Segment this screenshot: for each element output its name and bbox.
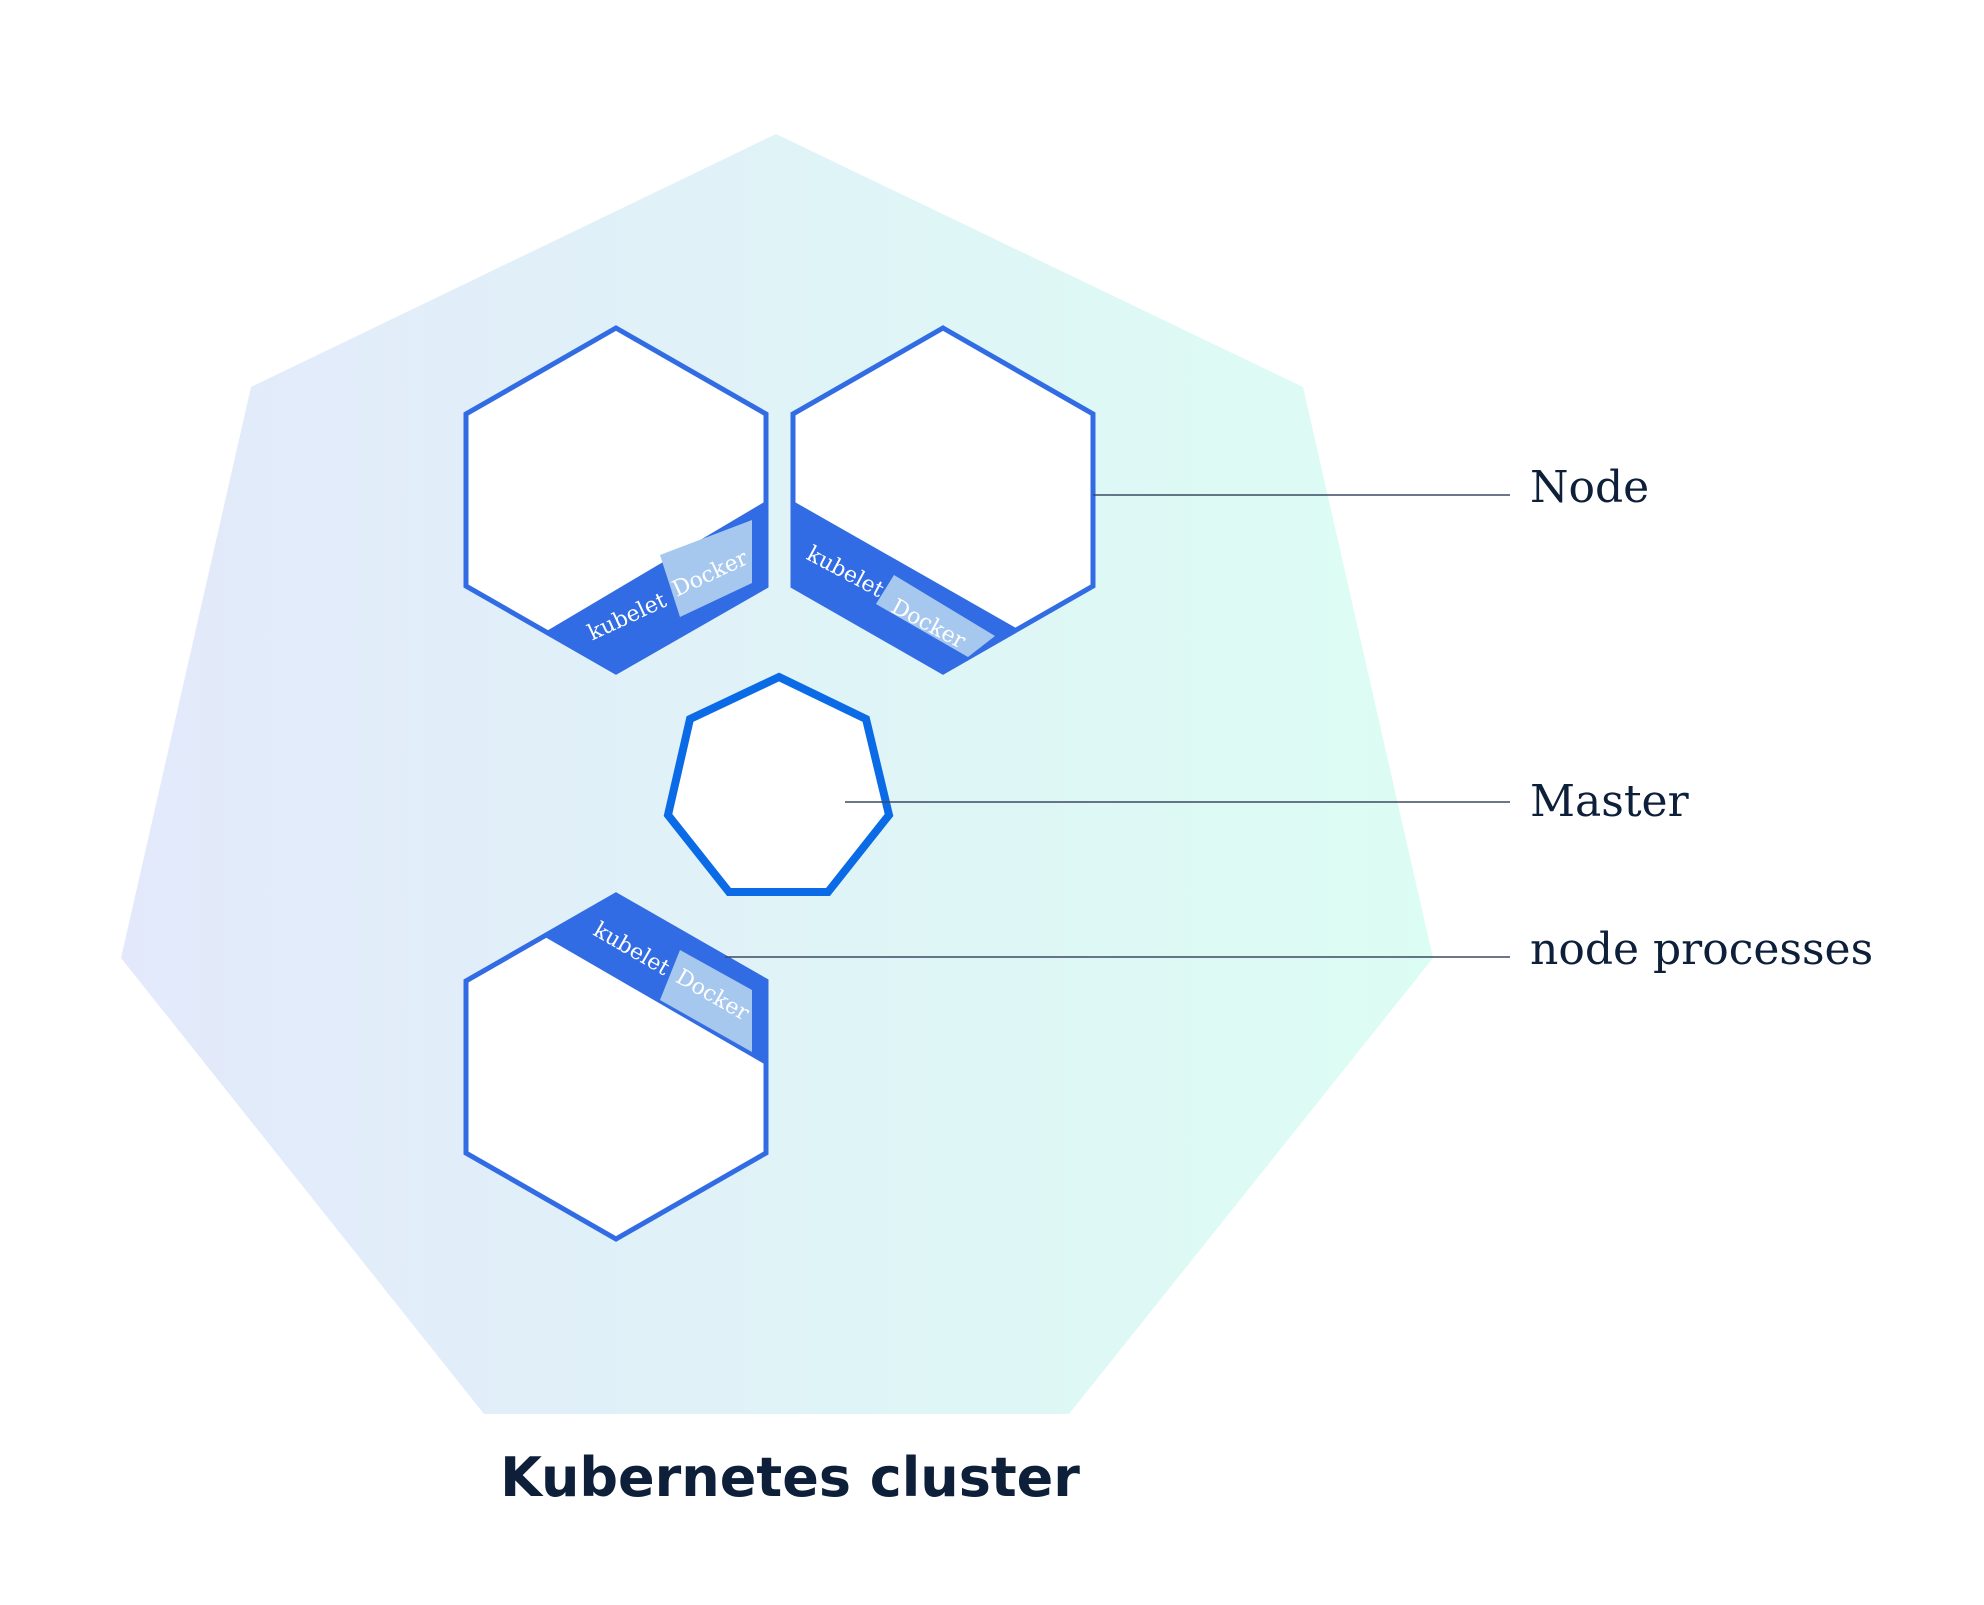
node-callout-label: Node	[1530, 462, 1649, 513]
node-3: kubelet Docker	[463, 892, 769, 1242]
cluster-title: Kubernetes cluster	[500, 1446, 1080, 1509]
node-1-docker-box	[660, 520, 752, 617]
master-callout-label: Master	[1530, 776, 1690, 827]
node-2-docker-box	[876, 575, 995, 657]
node-2: kubelet Docker	[790, 325, 1096, 675]
master-heptagon	[663, 672, 894, 896]
node-processes-callout-label: node processes	[1530, 924, 1873, 975]
node-1: kubelet Docker	[463, 325, 769, 675]
node-3-docker-box	[660, 950, 752, 1052]
